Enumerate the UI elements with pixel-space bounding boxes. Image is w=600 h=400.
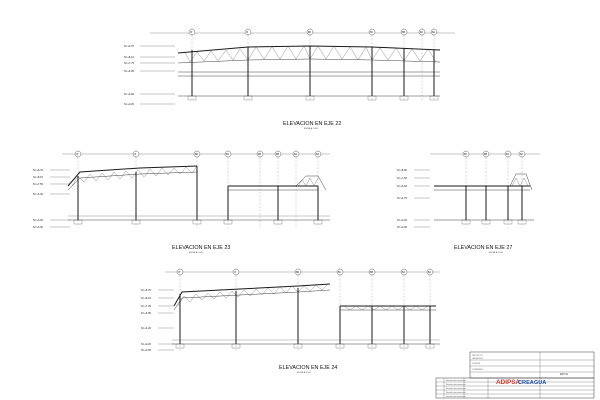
axis-label: BC: [370, 32, 374, 34]
level-label: N=+0.20: [397, 218, 408, 222]
adipsa-logo: ADIPSA: [496, 379, 521, 386]
axis-label: B: [235, 272, 237, 274]
axis-label: BD: [308, 32, 312, 34]
axis-bubbles: B' B BD BC BB BA BA: [176, 268, 434, 276]
elevation-title: ELEVACION EN EJE 23: [172, 245, 230, 251]
tb-field: CLIENTE:: [472, 363, 481, 365]
axis-label: BD: [296, 272, 300, 274]
level-marks: N=+8.70 N=+8.10 N=+7.35 N=+6.95 N=+4.20 …: [141, 288, 174, 352]
revision-note: Revisión de estructuras: [446, 387, 466, 390]
roof-truss: [434, 173, 533, 191]
axis-label: BD: [195, 154, 199, 156]
revision-note: Revisión de estructuras: [446, 383, 466, 386]
creagua-logo: CREAGUA: [518, 380, 546, 386]
axis-label: B': [77, 154, 80, 156]
elevation-scale: ESCALA 1:100: [297, 371, 312, 374]
level-label: N=+0.00: [33, 225, 44, 229]
axis-label: B: [247, 32, 249, 34]
level-label: N=+0.20: [141, 342, 152, 346]
title-block: Revisión de estructuras Revisión de estr…: [435, 351, 595, 399]
axis-label: BB: [402, 32, 406, 34]
level-label: N=+9.70: [124, 44, 135, 48]
elevation-eje-22: B' B BD BC BB BA BA N=+9.70 N=+8.16 N=+7…: [124, 28, 455, 130]
elevation-eje-23: B' B BD BC BB BB BA BA N=+8.76 N=+8.15 N…: [33, 150, 330, 254]
roof-truss: [177, 45, 441, 64]
level-label: N=+8.70: [141, 288, 152, 292]
elevation-scale: ESCALA 1:100: [304, 127, 319, 130]
level-label: N=+8.00: [397, 168, 408, 172]
revision-note: Revisión de estructuras: [446, 391, 466, 394]
axis-label: BA: [316, 153, 320, 156]
axis-label: BA: [432, 31, 436, 34]
axis-bubbles: BC BB BA BA: [462, 150, 526, 158]
axis-label: BA: [520, 153, 524, 156]
elevation-title: ELEVACION EN EJE 24: [279, 365, 337, 371]
elevation-eje-27: BC BB BA BA N=+8.00 N=+7.50 N=+6.60 N=+4…: [397, 150, 540, 254]
axis-label: B: [135, 154, 137, 156]
tb-field: PROYECTO:: [472, 355, 484, 357]
elevation-title: ELEVACION EN EJE 27: [454, 245, 512, 251]
level-label: N=+0.20: [33, 218, 44, 222]
level-marks: N=+9.70 N=+8.16 N=+7.75 N=+6.95 N=+3.90 …: [124, 44, 175, 106]
level-label: N=+8.10: [141, 296, 152, 300]
level-label: N=+6.95: [124, 69, 135, 73]
axis-label: BC: [338, 272, 342, 274]
axis-label: BB: [484, 154, 488, 156]
axis-label: BB: [258, 154, 262, 156]
tb-field: CONTENIDO:: [472, 369, 484, 371]
level-label: N=+7.35: [141, 304, 152, 308]
axis-label: BC: [226, 154, 230, 156]
level-label: N=+6.20: [33, 192, 44, 196]
axis-label: BC: [464, 154, 468, 156]
revision-note: Revisión de estructuras: [446, 379, 466, 382]
elevation-eje-24: B' B BD BC BB BA BA N=+8.70 N=+8.10 N=+7…: [141, 268, 440, 374]
axis-label: BA: [402, 271, 406, 274]
level-label: N=+7.75: [124, 61, 135, 65]
axis-label: BA: [428, 271, 432, 274]
tb-field: UBICACION:: [472, 357, 484, 360]
axis-label: B': [191, 32, 194, 34]
axis-label: BA: [506, 153, 510, 156]
level-label: N=+0.20: [124, 102, 135, 106]
axis-label: BB: [370, 272, 374, 274]
roof-truss: [173, 283, 436, 311]
elevation-scale: ESCALA 1:100: [489, 251, 504, 254]
axis-label: BA: [420, 31, 424, 34]
axis-label: B': [179, 272, 182, 274]
level-marks: N=+8.76 N=+8.15 N=+7.55 N=+6.20 N=+0.20 …: [33, 168, 70, 229]
level-label: N=+8.76: [33, 168, 44, 172]
level-label: N=+4.75: [397, 196, 408, 200]
level-label: N=+6.95: [141, 311, 152, 315]
level-label: N=+8.16: [124, 55, 135, 59]
drawing-code: EST-01: [560, 373, 569, 376]
axis-label: BB: [276, 154, 280, 156]
level-marks: N=+8.00 N=+7.50 N=+6.60 N=+4.75 N=+0.20 …: [397, 168, 430, 229]
level-label: N=+8.15: [33, 175, 44, 179]
level-label: N=+0.00: [397, 225, 408, 229]
axis-label: BA: [294, 153, 298, 156]
level-label: N=+7.50: [397, 176, 408, 180]
level-label: N=+7.55: [33, 182, 44, 186]
roof-truss: [67, 165, 327, 191]
elevation-scale: ESCALA 1:100: [189, 251, 204, 254]
revision-note: Revisión de estructuras: [446, 395, 466, 398]
level-label: N=+6.60: [397, 184, 408, 188]
axis-bubbles: B' B BD BC BB BA BA: [188, 28, 438, 36]
elevation-title: ELEVACION EN EJE 22: [283, 121, 341, 127]
level-label: N=+3.90: [124, 92, 135, 96]
level-label: N=+4.20: [141, 326, 152, 330]
level-label: N=+0.00: [141, 348, 152, 352]
